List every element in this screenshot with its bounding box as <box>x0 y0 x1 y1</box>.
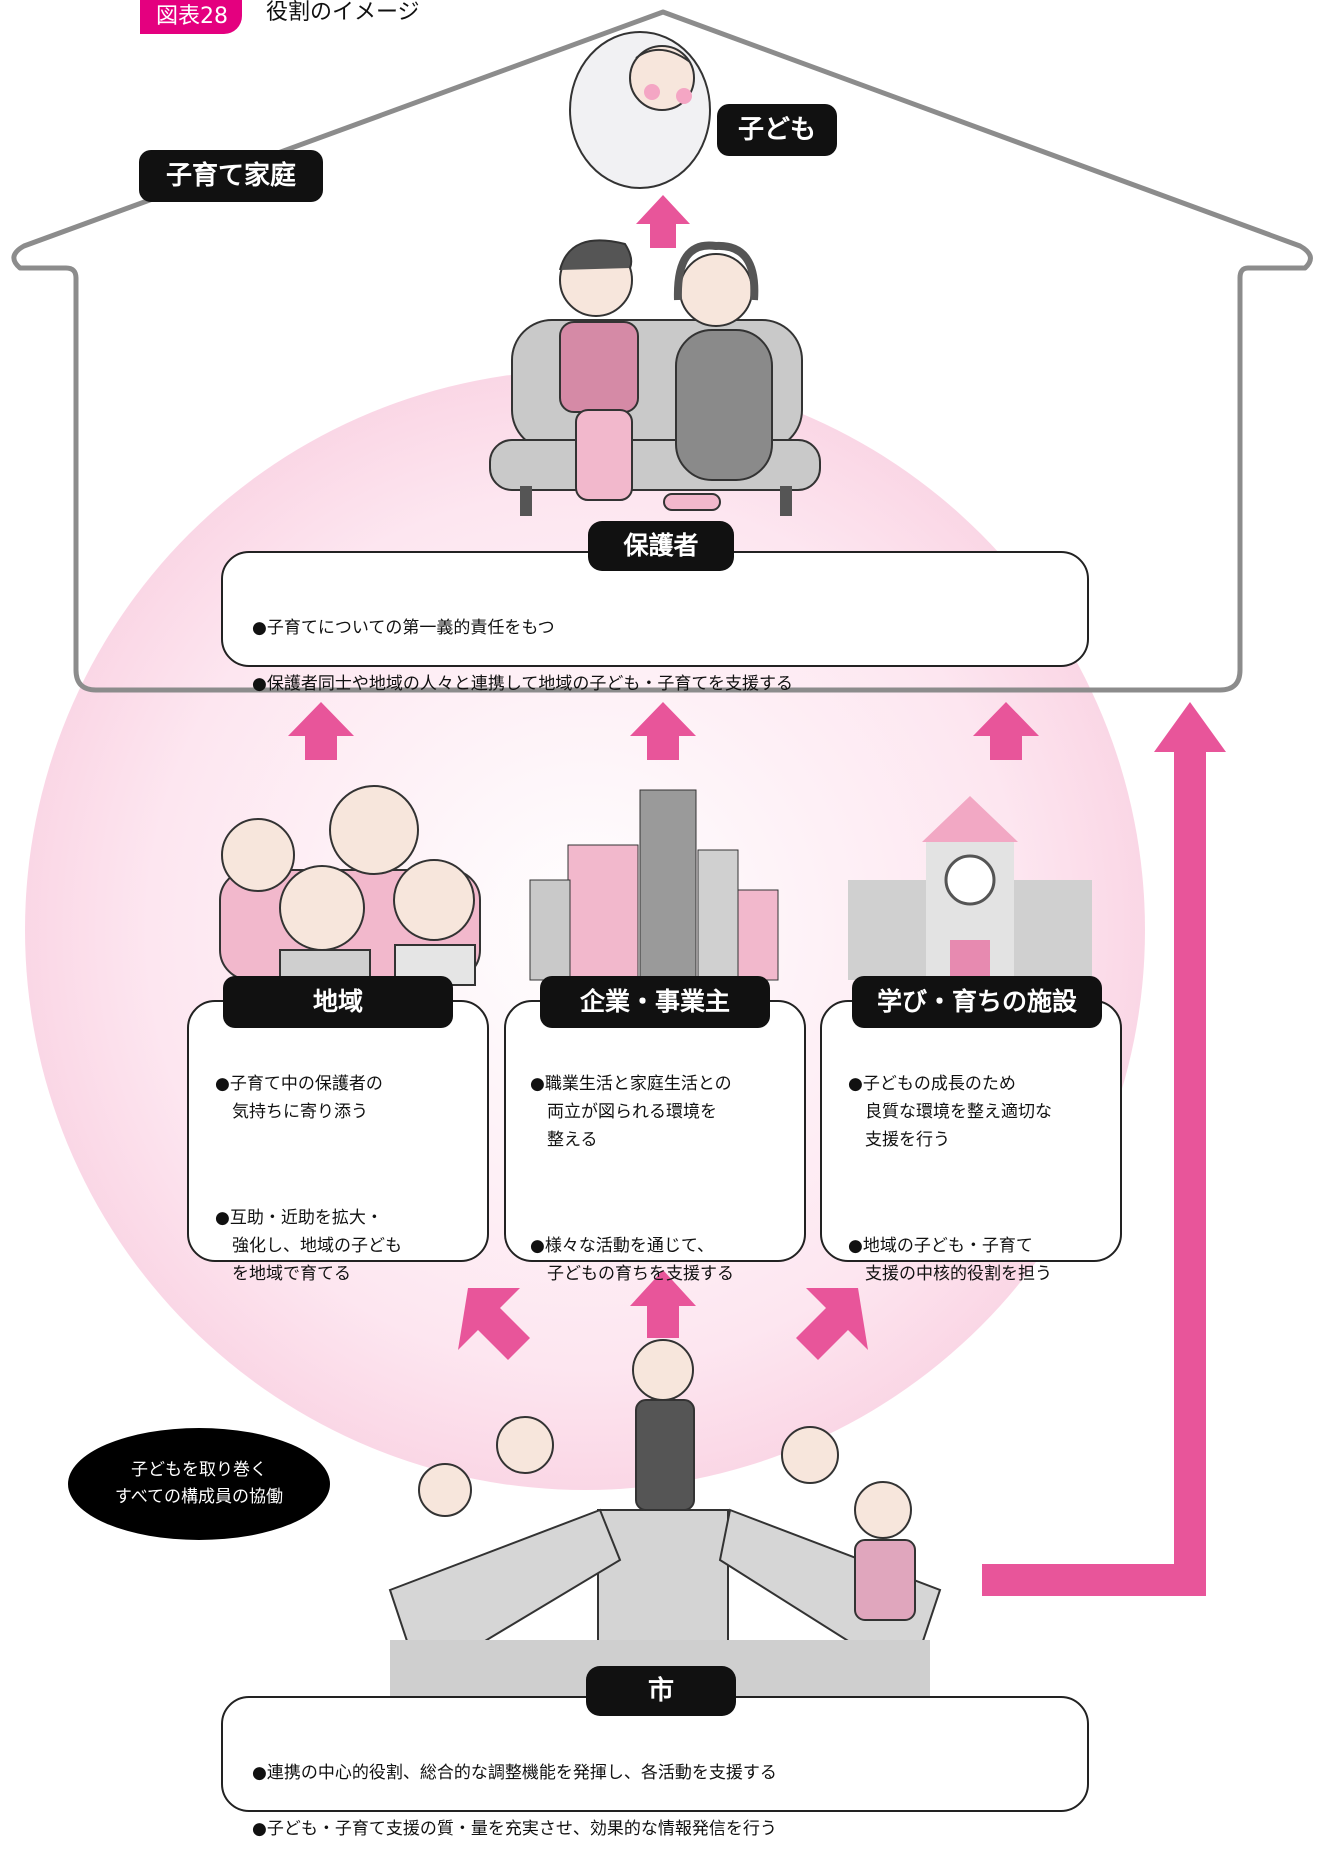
arrows-from-city <box>458 1270 868 1360</box>
city-to-household-arrow <box>982 750 1206 1596</box>
guardian-bullet-2: ●保護者同士や地域の人々と連携して地域の子ども・子育てを支援する <box>252 674 793 694</box>
business-box <box>504 1000 806 1262</box>
business-bullets: ●職業生活と家庭生活との 両立が図られる環境を 整える ●様々な活動を通じて、 … <box>530 1042 806 1316</box>
business-bullet-1: ●職業生活と家庭生活との 両立が図られる環境を 整える <box>530 1074 732 1150</box>
city-bullet-1: ●連携の中心的役割、総合的な調整機能を発揮し、各活動を支援する <box>252 1763 777 1783</box>
city-bullets: ●連携の中心的役割、総合的な調整機能を発揮し、各活動を支援する ●子ども・子育て… <box>252 1731 1072 1871</box>
guardian-label: 保護者 <box>588 521 734 571</box>
facility-illustration <box>848 796 1092 980</box>
child-label: 子ども <box>717 104 837 156</box>
community-bullet-2: ●互助・近助を拡大・ 強化し、地域の子ども を地域で育てる <box>215 1208 402 1284</box>
business-bullet-2: ●様々な活動を通じて、 子どもの育ちを支援する <box>530 1236 734 1284</box>
community-box <box>187 1000 489 1262</box>
city-bullet-2: ●子ども・子育て支援の質・量を充実させ、効果的な情報発信を行う <box>252 1819 777 1839</box>
baby-illustration <box>569 31 711 189</box>
business-illustration <box>529 789 779 981</box>
community-label: 地域 <box>223 976 453 1028</box>
facility-label: 学び・育ちの施設 <box>852 976 1102 1028</box>
arrow-to-child <box>636 195 690 248</box>
house-outline <box>11 9 1313 693</box>
community-illustration <box>219 785 481 991</box>
household-label: 子育て家庭 <box>139 150 323 202</box>
parents-illustration <box>489 239 821 516</box>
guardian-bullet-1: ●子育てについての第一義的責任をもつ <box>252 618 555 638</box>
facility-box <box>820 1000 1122 1262</box>
diagram-graphics <box>11 9 1313 1700</box>
city-council-illustration <box>388 1339 942 1700</box>
facility-bullet-1: ●子どもの成長のため 良質な環境を整え適切な 支援を行う <box>848 1074 1052 1150</box>
arrows-to-guardian <box>288 702 1039 760</box>
community-bullet-1: ●子育て中の保護者の 気持ちに寄り添う <box>215 1074 383 1122</box>
collaboration-oval: 子どもを取り巻く すべての構成員の協働 <box>68 1428 330 1540</box>
figure-tag: 図表28 <box>140 0 242 34</box>
business-label: 企業・事業主 <box>540 976 770 1028</box>
city-label: 市 <box>586 1666 736 1716</box>
facility-bullets: ●子どもの成長のため 良質な環境を整え適切な 支援を行う ●地域の子ども・子育て… <box>848 1042 1122 1316</box>
community-bullets: ●子育て中の保護者の 気持ちに寄り添う ●互助・近助を拡大・ 強化し、地域の子ど… <box>215 1042 485 1316</box>
figure-title: 役割のイメージ <box>266 0 420 25</box>
facility-bullet-2: ●地域の子ども・子育て 支援の中核的役割を担う <box>848 1236 1052 1284</box>
guardian-bullets: ●子育てについての第一義的責任をもつ ●保護者同士や地域の人々と連携して地域の子… <box>252 586 1072 726</box>
